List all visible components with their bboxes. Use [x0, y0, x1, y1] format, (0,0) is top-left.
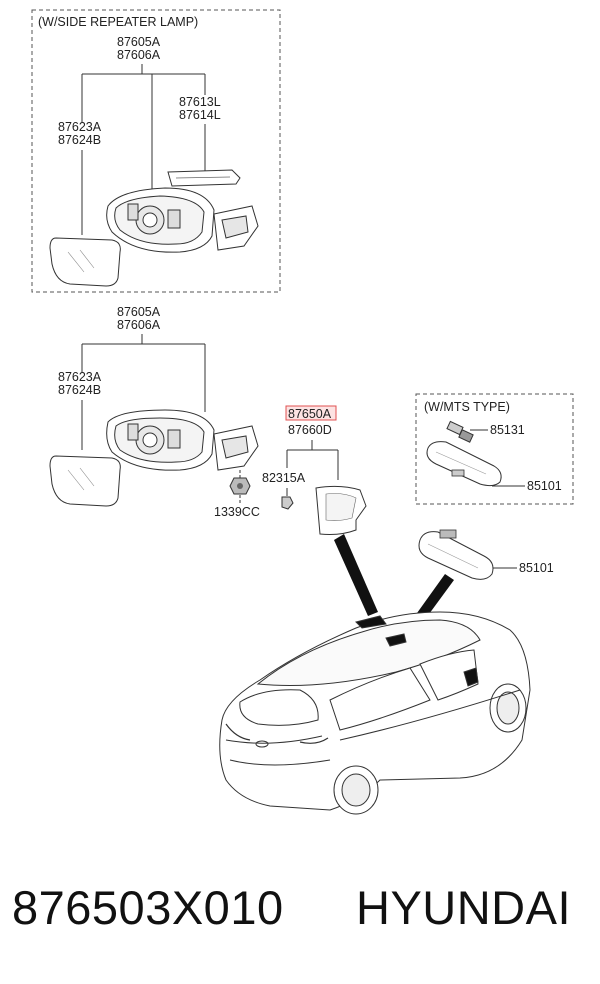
label-87606a-mid: 87606A — [117, 318, 161, 332]
label-87623a-mid: 87623A — [58, 370, 102, 384]
label-87650a[interactable]: 87650A — [288, 407, 332, 421]
part-number: 876503X010 — [12, 881, 284, 934]
label-85131: 85131 — [490, 423, 525, 437]
mts-box: (W/MTS TYPE) 85131 85101 — [415, 393, 574, 505]
brand-name: HYUNDAI — [356, 881, 572, 934]
mirror-glass-top — [49, 237, 121, 287]
inner-mirror: 85101 — [418, 529, 554, 580]
mirror-cover-group: 87650A 87660D 82315A — [262, 405, 367, 535]
car-illustration — [219, 611, 531, 815]
label-87624b-top: 87624B — [58, 133, 101, 147]
label-85101: 85101 — [519, 561, 554, 575]
label-87623a-top: 87623A — [58, 120, 102, 134]
label-87605a-top: 87605A — [117, 35, 161, 49]
label-87606a-top: 87606A — [117, 48, 161, 62]
nut-1339cc — [229, 477, 251, 495]
side-repeater-box: (W/SIDE REPEATER LAMP) 87605A 87606A 876… — [31, 9, 281, 293]
mirror-housing-top — [106, 187, 259, 253]
mirror-assembly-middle: 87605A 87606A 87623A 87624B 1339CC — [49, 305, 260, 519]
label-85101-mts: 85101 — [527, 479, 562, 493]
label-87660d: 87660D — [288, 423, 332, 437]
label-1339cc: 1339CC — [214, 505, 260, 519]
label-82315a: 82315A — [262, 471, 306, 485]
label-87614l: 87614L — [179, 108, 221, 122]
label-87613l: 87613L — [179, 95, 221, 109]
mts-box-title: (W/MTS TYPE) — [424, 400, 510, 414]
label-87605a-mid: 87605A — [117, 305, 161, 319]
footer: 876503X010 HYUNDAI — [0, 870, 600, 950]
label-87624b-mid: 87624B — [58, 383, 101, 397]
highlight-box-87650a — [285, 405, 337, 421]
side-repeater-box-title: (W/SIDE REPEATER LAMP) — [38, 15, 198, 29]
